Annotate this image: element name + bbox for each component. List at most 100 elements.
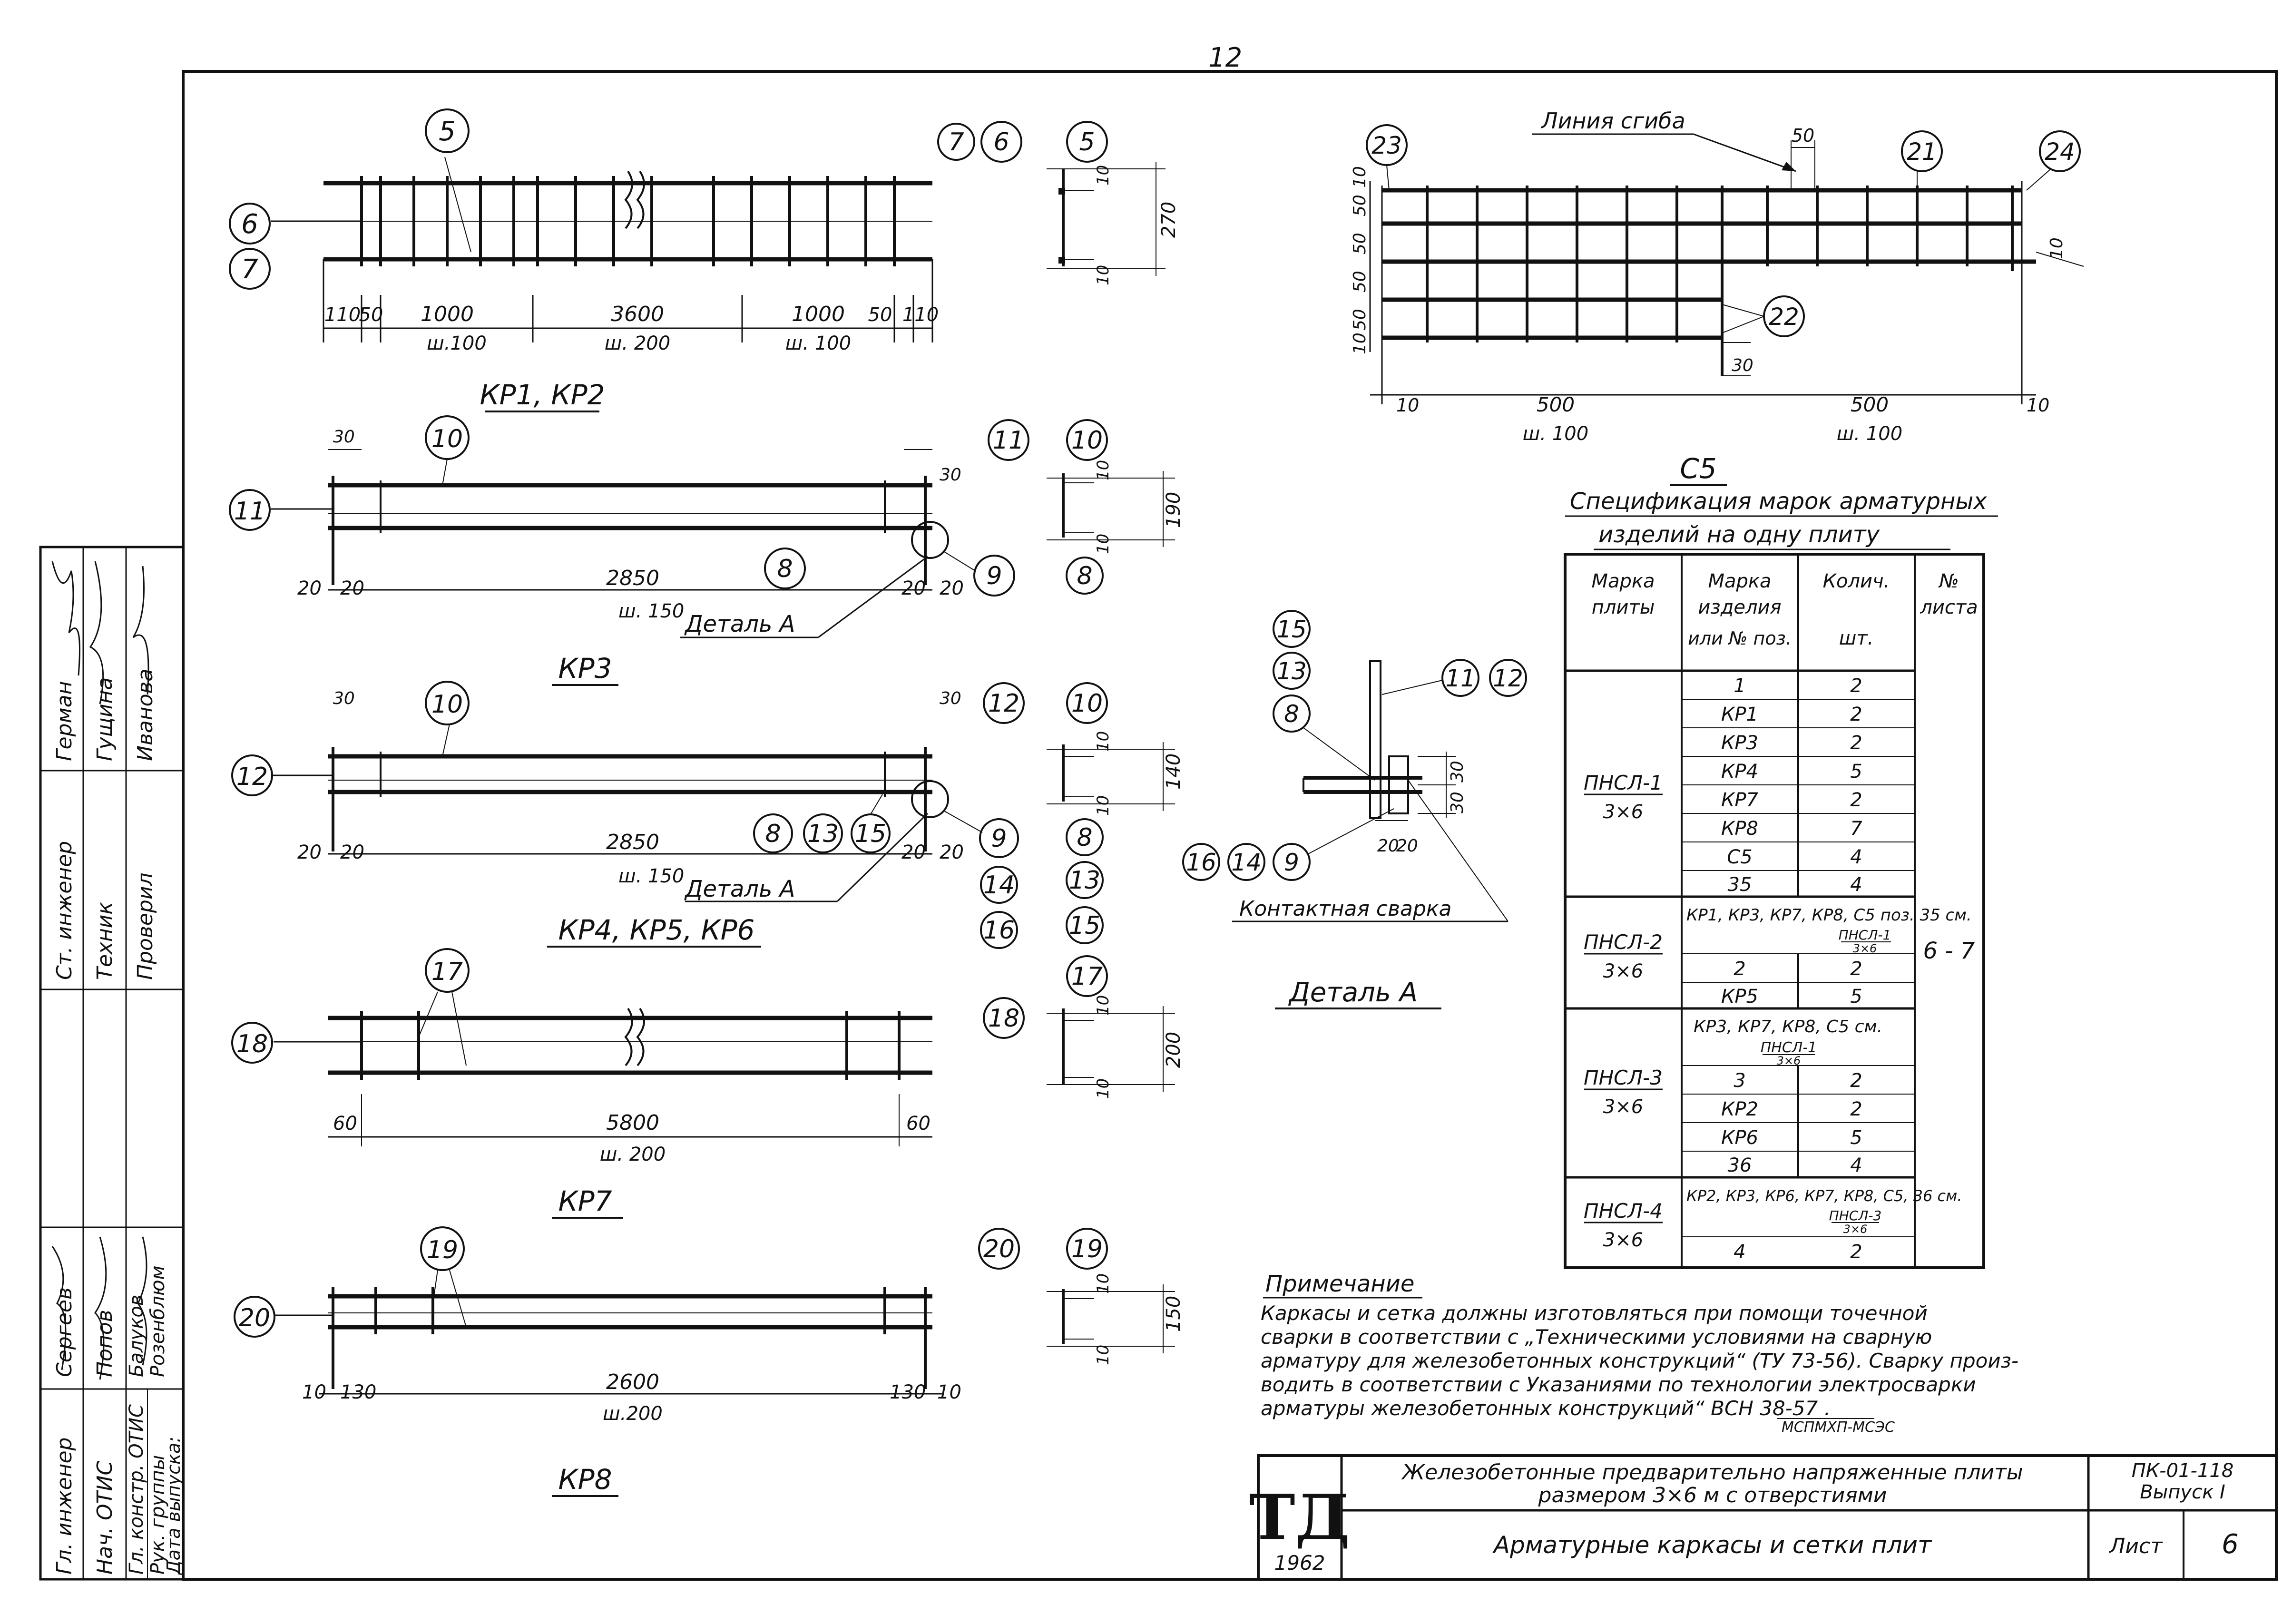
section-kp1-kp2: 7 6 5 10 270 10 bbox=[937, 121, 1180, 285]
header-marka-izd: изделия bbox=[1698, 597, 1781, 618]
dim: 50 bbox=[1350, 309, 1370, 331]
note-line: арматуры железобетонных конструкций“ ВСН… bbox=[1261, 1397, 1831, 1420]
mesh-title: С5 bbox=[1680, 452, 1716, 485]
detail-title: Деталь А bbox=[1288, 977, 1418, 1008]
callout-17: 17 bbox=[1071, 962, 1103, 991]
dim: 50 bbox=[1350, 195, 1370, 216]
dim: 10 bbox=[1094, 534, 1113, 554]
dim: 1000 bbox=[421, 302, 474, 326]
weld-label: Контактная сварка bbox=[1239, 897, 1451, 921]
dim: 200 bbox=[1163, 1032, 1185, 1068]
note-line: водить в соответствии с Указаниями по те… bbox=[1261, 1373, 1976, 1396]
ref-plate: ПНСЛ-3 bbox=[1829, 1208, 1882, 1223]
sidebar-name-2: Балуков bbox=[126, 1295, 147, 1377]
dim: 10 bbox=[302, 1381, 326, 1403]
plate-name: ПНСЛ-3 bbox=[1584, 1066, 1663, 1089]
dim: 30 bbox=[333, 689, 355, 708]
detail-label: Деталь А bbox=[684, 611, 795, 637]
section-kp7: 18 17 10 200 10 bbox=[983, 955, 1185, 1099]
callout-11: 11 bbox=[1445, 665, 1476, 692]
qty: 2 bbox=[1850, 1241, 1862, 1263]
ref-size: 3×6 bbox=[1853, 942, 1877, 955]
sidebar-name-3: Розенблюм bbox=[147, 1265, 169, 1377]
item: 1 bbox=[1734, 675, 1745, 697]
detail-a: 30 30 20 20 15 13 8 11 12 16 14 9 Контак… bbox=[1182, 610, 1527, 1009]
callout-17: 17 bbox=[431, 958, 463, 986]
dim: 20 bbox=[901, 577, 926, 599]
bend-line-label: Линия сгиба bbox=[1540, 108, 1685, 134]
dim: 20 bbox=[340, 577, 364, 599]
header-list: № bbox=[1938, 570, 1959, 592]
dim: 60 bbox=[333, 1113, 357, 1135]
callout-7: 7 bbox=[241, 254, 258, 285]
sheet-number: 6 bbox=[2222, 1529, 2239, 1560]
list-value: 6 - 7 bbox=[1923, 938, 1975, 964]
dim: 60 bbox=[906, 1113, 931, 1135]
stamp-year: 1962 bbox=[1274, 1551, 1325, 1575]
sheet-label: Лист bbox=[2108, 1534, 2163, 1558]
callout-11: 11 bbox=[993, 426, 1024, 455]
spec-table: Спецификация марок арматурных изделий на… bbox=[1564, 488, 1998, 1269]
dim: 140 bbox=[1163, 753, 1185, 790]
callout-8: 8 bbox=[1077, 562, 1092, 590]
step: ш. 200 bbox=[605, 333, 670, 354]
qty: 5 bbox=[1850, 986, 1862, 1008]
dim: 20 bbox=[340, 841, 364, 863]
dim: 20 bbox=[297, 577, 322, 599]
callout-12: 12 bbox=[988, 689, 1019, 718]
dim: 2600 bbox=[606, 1370, 659, 1394]
frame-title: КР3 bbox=[558, 652, 612, 685]
dim: 30 bbox=[1732, 356, 1753, 375]
dim: 50 bbox=[868, 304, 892, 326]
callout-19: 19 bbox=[427, 1236, 458, 1264]
callout-8: 8 bbox=[1077, 823, 1092, 852]
spec-title-1: Спецификация марок арматурных bbox=[1570, 488, 1987, 515]
callout-6: 6 bbox=[993, 128, 1009, 157]
section-kp4-kp6: 12 10 8 13 15 14 16 10 140 10 bbox=[980, 682, 1185, 949]
dim: 50 bbox=[1792, 125, 1814, 146]
item: 2 bbox=[1734, 958, 1745, 980]
callout-22: 22 bbox=[1769, 303, 1799, 331]
frame-title: КР8 bbox=[558, 1463, 612, 1496]
document-code: ПК-01-118 bbox=[2132, 1460, 2234, 1482]
dim: 130 bbox=[340, 1381, 376, 1403]
sidebar-name-1: Попов bbox=[93, 1310, 117, 1377]
qty: 4 bbox=[1850, 874, 1862, 896]
callout-6: 6 bbox=[241, 209, 258, 240]
dim: 10 bbox=[1094, 460, 1113, 480]
qty: 2 bbox=[1850, 704, 1862, 725]
dim: 270 bbox=[1158, 202, 1180, 238]
step: ш. 100 bbox=[785, 333, 851, 354]
dim: 10 bbox=[1094, 1078, 1113, 1099]
item: КР4 bbox=[1721, 761, 1758, 783]
callout-10: 10 bbox=[1071, 426, 1103, 455]
dim: 110 bbox=[324, 304, 361, 326]
ref-plate: ПНСЛ-1 bbox=[1761, 1039, 1817, 1056]
plate-size: 3×6 bbox=[1603, 1096, 1643, 1118]
callout-13: 13 bbox=[807, 820, 839, 848]
item: С5 bbox=[1727, 846, 1752, 868]
qty: 2 bbox=[1850, 1070, 1862, 1092]
dim: 10 bbox=[1350, 333, 1370, 354]
qty: 5 bbox=[1850, 761, 1862, 783]
item: 35 bbox=[1728, 874, 1752, 896]
callout-14: 14 bbox=[1231, 849, 1262, 876]
detail-label: Деталь А bbox=[684, 876, 795, 902]
ref-plate: ПНСЛ-1 bbox=[1839, 927, 1891, 943]
callout-23: 23 bbox=[1371, 132, 1402, 159]
plate-size: 3×6 bbox=[1603, 960, 1643, 982]
item: КР8 bbox=[1721, 818, 1758, 840]
header-marka-plity: Марка bbox=[1591, 570, 1655, 592]
sidebar-role-1: Нач. ОТИС bbox=[93, 1461, 117, 1575]
callout-20: 20 bbox=[239, 1304, 270, 1332]
dim: 20 bbox=[940, 841, 964, 863]
step: ш. 100 bbox=[1837, 423, 1902, 445]
qty: 2 bbox=[1850, 1098, 1862, 1120]
header-marka-izd: Марка bbox=[1708, 570, 1771, 592]
stamp-title-1: Железобетонные предварительно напряженны… bbox=[1401, 1460, 2023, 1485]
frame-kp1-kp2: 5 6 7 110 50 1000 3600 1000 50 110 ш.100… bbox=[229, 108, 939, 412]
callout-15: 15 bbox=[1069, 911, 1100, 940]
frame-kp7: 17 18 60 5800 60 ш. 200 КР7 bbox=[231, 948, 932, 1219]
plate-size: 3×6 bbox=[1603, 801, 1643, 823]
step: ш.100 bbox=[427, 333, 487, 354]
